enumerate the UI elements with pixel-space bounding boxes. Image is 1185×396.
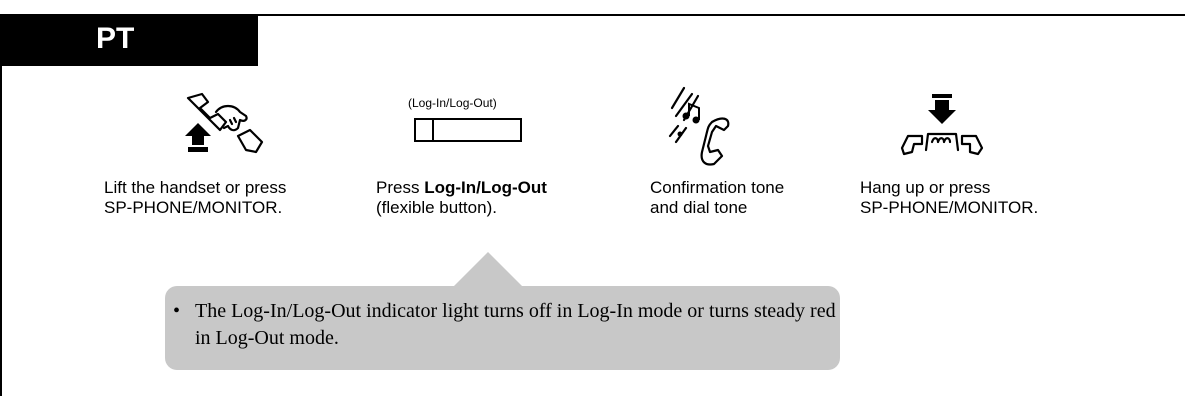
flexible-button-icon <box>414 118 522 142</box>
note-bullet: • <box>173 300 181 322</box>
step-2-prefix: Press <box>376 178 425 197</box>
step-4-text: Hang up or press SP-PHONE/MONITOR. <box>860 178 1038 218</box>
note-line-2: in Log-Out mode. <box>195 327 339 349</box>
step-3-line-1: Confirmation tone <box>650 178 785 197</box>
section-tab <box>0 14 258 66</box>
step-1-line-2: SP-PHONE/MONITOR. <box>104 198 283 217</box>
button-caption: (Log-In/Log-Out) <box>408 96 497 110</box>
step-3-line-2: and dial tone <box>650 198 748 217</box>
frame-top-rule <box>0 14 1185 16</box>
off-hook-handset-icon <box>185 92 264 154</box>
on-hook-handset-icon <box>900 94 984 156</box>
step-2-line-2: (flexible button). <box>376 198 497 217</box>
frame-left-rule <box>0 14 2 396</box>
step-4-line-2: SP-PHONE/MONITOR. <box>860 198 1039 217</box>
step-3-text: Confirmation tone and dial tone <box>650 178 784 218</box>
note-line-1: The Log-In/Log-Out indicator light turns… <box>195 300 836 322</box>
step-2-button-name: Log-In/Log-Out <box>424 178 547 197</box>
step-2-text: Press Log-In/Log-Out (flexible button). <box>376 178 547 218</box>
step-1-line-1: Lift the handset or press <box>104 178 287 197</box>
note-box: • The Log-In/Log-Out indicator light tur… <box>165 286 840 370</box>
confirmation-tone-icon <box>668 86 730 166</box>
section-tab-label: PT <box>96 22 135 55</box>
step-4-line-1: Hang up or press <box>860 178 991 197</box>
note-pointer <box>452 252 524 288</box>
step-1-text: Lift the handset or press SP-PHONE/MONIT… <box>104 178 286 218</box>
